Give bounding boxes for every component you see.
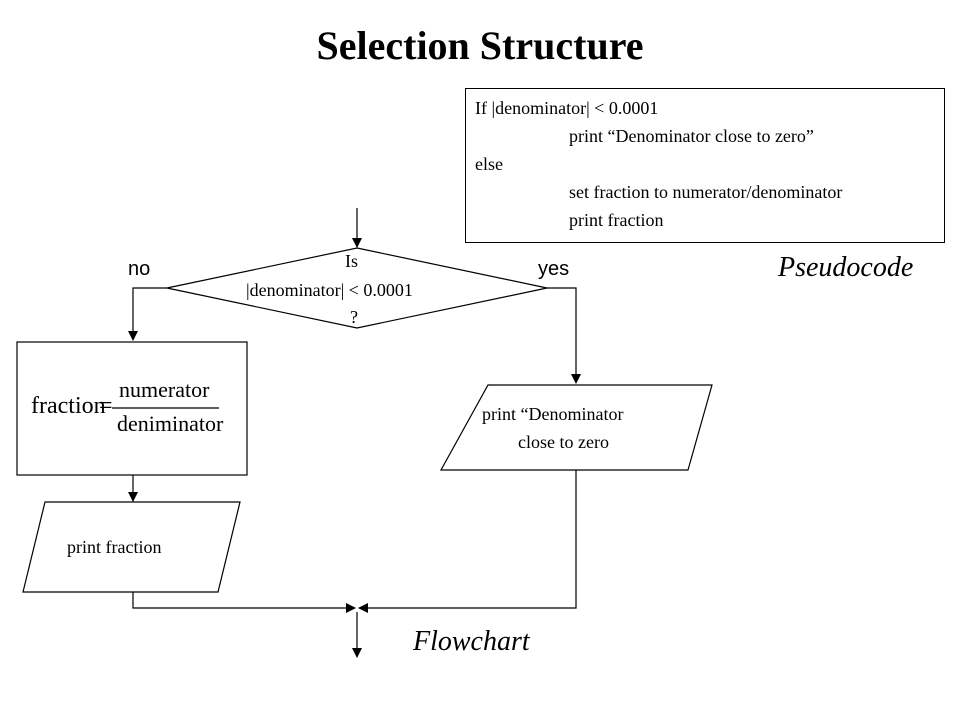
decision-text-is: Is [345, 251, 358, 271]
pseudocode-line-set-fraction: set fraction to numerator/denominator [569, 182, 843, 202]
no-merge-connector [132, 592, 356, 613]
yes-merge-connector [358, 470, 577, 613]
yes-branch-connector [547, 287, 581, 384]
output-yes-text-line1: print “Denominator [482, 404, 624, 424]
output-print-fraction [22, 501, 241, 593]
formula-denominator: deniminator [117, 411, 224, 436]
formula-numerator: numerator [119, 377, 210, 402]
output-print-denominator [439, 384, 713, 471]
flowchart-caption: Flowchart [413, 626, 530, 657]
formula-equals: = [99, 393, 113, 419]
pseudocode-line-print-warning: print “Denominator close to zero” [569, 126, 814, 146]
branch-no-label: no [128, 258, 151, 280]
pseudocode-caption: Pseudocode [778, 252, 914, 283]
pseudocode-line-if: If |denominator| < 0.0001 [475, 98, 659, 118]
no-branch-connector [128, 287, 167, 341]
output-yes-text-line2: close to zero [518, 432, 609, 452]
page-title: Selection Structure [316, 23, 644, 68]
pseudocode-line-else: else [475, 154, 503, 174]
decision-diamond [166, 247, 548, 329]
branch-yes-label: yes [538, 258, 570, 280]
pseudocode-box: If |denominator| < 0.0001 print “Denomin… [465, 88, 945, 243]
decision-text-condition: |denominator| < 0.0001 [246, 280, 413, 300]
decision-text-question: ? [350, 307, 358, 327]
pseudocode-line-print-fraction: print fraction [569, 210, 664, 230]
output-no-text: print fraction [67, 537, 162, 557]
formula-lhs: fraction [31, 393, 106, 419]
